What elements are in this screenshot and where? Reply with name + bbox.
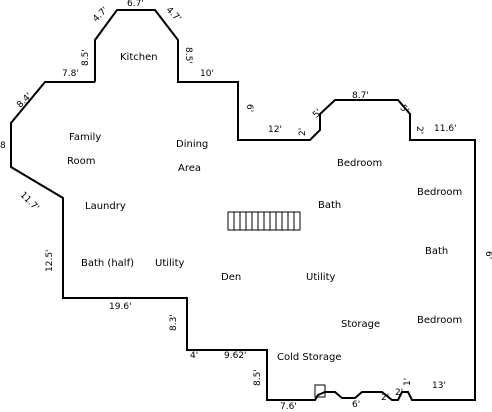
dim-kitchen-left: 8.5' bbox=[81, 49, 91, 66]
dim-kitchen-right: 8.5' bbox=[183, 47, 193, 64]
room-family-room: Room bbox=[67, 156, 96, 167]
room-utility-2: Utility bbox=[306, 272, 336, 283]
room-storage: Storage bbox=[341, 319, 381, 330]
stairs bbox=[227, 211, 301, 231]
room-bath-1: Bath bbox=[318, 200, 342, 211]
small-closet bbox=[314, 384, 326, 398]
dim-12: 12' bbox=[268, 125, 282, 135]
dim-11-6: 11.6' bbox=[434, 124, 457, 134]
dim-2-b: 2' bbox=[414, 126, 424, 135]
dim-8-7: 8.7' bbox=[352, 91, 369, 101]
room-dining: Dining bbox=[176, 139, 209, 150]
room-family: Family bbox=[69, 132, 102, 143]
dim-4: 4' bbox=[190, 351, 199, 361]
room-den: Den bbox=[221, 272, 242, 283]
room-bedroom-3: Bedroom bbox=[417, 315, 463, 326]
dim-7-8: 7.8' bbox=[62, 69, 79, 79]
dim-2-a: 2' bbox=[298, 127, 308, 136]
dim-right-wall: 6' bbox=[483, 251, 492, 260]
room-bath-2: Bath bbox=[425, 246, 449, 257]
dim-top: 6.7' bbox=[127, 0, 144, 9]
dim-8-3: 8.3' bbox=[169, 314, 179, 331]
dim-8: 8 bbox=[0, 141, 6, 151]
room-cold-storage: Cold Storage bbox=[277, 352, 342, 363]
dim-8-5-b: 8.5' bbox=[253, 369, 263, 386]
room-kitchen: Kitchen bbox=[120, 52, 158, 63]
dim-12-5: 12.5' bbox=[45, 249, 55, 272]
dim-6-b: 6' bbox=[352, 400, 361, 410]
dim-1: 1' bbox=[403, 377, 413, 386]
dim-13: 13' bbox=[432, 381, 446, 391]
room-bedroom-1: Bedroom bbox=[337, 158, 383, 169]
dim-2-c: 2' bbox=[381, 393, 390, 403]
exterior-wall bbox=[10, 9, 476, 401]
room-bath-half: Bath (half) bbox=[81, 258, 134, 269]
dim-2-d: 2' bbox=[395, 388, 404, 398]
room-utility-1: Utility bbox=[155, 258, 185, 269]
dim-10: 10' bbox=[200, 69, 214, 79]
dim-9-62: 9.62' bbox=[224, 351, 247, 361]
room-bedroom-2: Bedroom bbox=[417, 187, 463, 198]
dim-19-6: 19.6' bbox=[109, 302, 132, 312]
dim-6: 6' bbox=[244, 104, 254, 113]
dim-7-6: 7.6' bbox=[280, 402, 297, 412]
room-laundry: Laundry bbox=[85, 201, 126, 212]
room-dining-area: Area bbox=[178, 163, 202, 174]
